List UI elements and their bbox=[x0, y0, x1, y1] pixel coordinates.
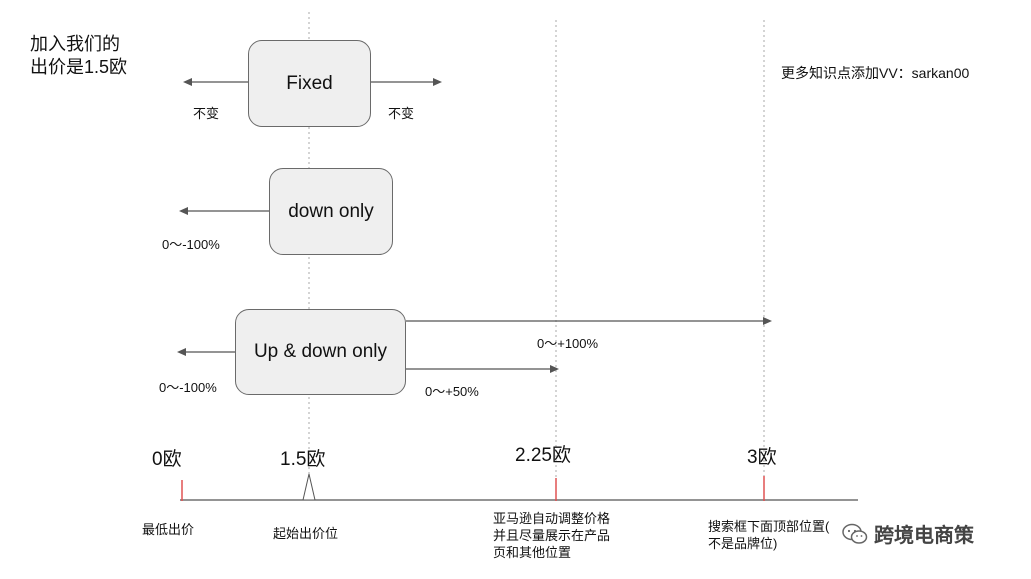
tick-label-2-25: 2.25欧 bbox=[515, 445, 571, 466]
tick-label-1-5: 1.5欧 bbox=[280, 449, 326, 470]
headline: 加入我们的 出价是1.5欧 bbox=[30, 33, 127, 79]
contact-note: 更多知识点添加VV：sarkan00 bbox=[781, 65, 970, 81]
up-down-left-arrow bbox=[177, 348, 235, 356]
headline-line-1: 加入我们的 bbox=[30, 34, 120, 54]
watermark-text: 跨境电商策 bbox=[874, 525, 974, 547]
auto-adjust-description: 亚马逊自动调整价格 并且尽量展示在产品 页和其他位置 bbox=[493, 510, 610, 561]
up-down-strategy-label: Up & down only bbox=[253, 341, 388, 362]
watermark: 跨境电商策 bbox=[842, 519, 974, 548]
top-position-description: 搜索框下面顶部位置( 不是品牌位) bbox=[708, 518, 829, 552]
down-only-left-arrow bbox=[179, 207, 269, 215]
fixed-right-arrow bbox=[371, 78, 442, 86]
fixed-strategy-label: Fixed bbox=[286, 72, 333, 94]
up-down-right-bottom-arrow bbox=[406, 365, 559, 373]
top-position-line-1: 搜索框下面顶部位置( bbox=[708, 519, 830, 534]
up-down-left-label: 0～-100% bbox=[159, 380, 217, 395]
fixed-left-label: 不变 bbox=[193, 106, 220, 121]
auto-adjust-line-2: 并且尽量展示在产品 bbox=[493, 528, 611, 543]
up-down-right-top-label: 0～+100% bbox=[537, 336, 599, 351]
tick-label-3: 3欧 bbox=[747, 447, 777, 468]
min-bid-description: 最低出价 bbox=[142, 522, 195, 537]
top-position-line-2: 不是品牌位) bbox=[708, 536, 778, 551]
start-bid-description: 起始出价位 bbox=[273, 526, 339, 541]
down-only-strategy-label: down only bbox=[288, 200, 374, 222]
up-down-strategy-box: Up & down only bbox=[235, 309, 406, 395]
auto-adjust-line-1: 亚马逊自动调整价格 bbox=[493, 511, 611, 526]
fixed-strategy-box: Fixed bbox=[248, 40, 371, 127]
down-only-strategy-box: down only bbox=[269, 168, 393, 255]
fixed-right-label: 不变 bbox=[388, 106, 415, 121]
up-down-right-bottom-label: 0～+50% bbox=[425, 384, 479, 399]
start-marker bbox=[302, 473, 316, 501]
down-only-left-label: 0～-100% bbox=[162, 237, 220, 252]
fixed-left-arrow bbox=[183, 78, 248, 86]
headline-line-2: 出价是1.5欧 bbox=[30, 57, 128, 77]
wechat-icon bbox=[842, 523, 868, 544]
up-down-right-top-arrow bbox=[406, 317, 772, 325]
tick-label-0: 0欧 bbox=[152, 449, 182, 470]
auto-adjust-line-3: 页和其他位置 bbox=[493, 545, 572, 560]
